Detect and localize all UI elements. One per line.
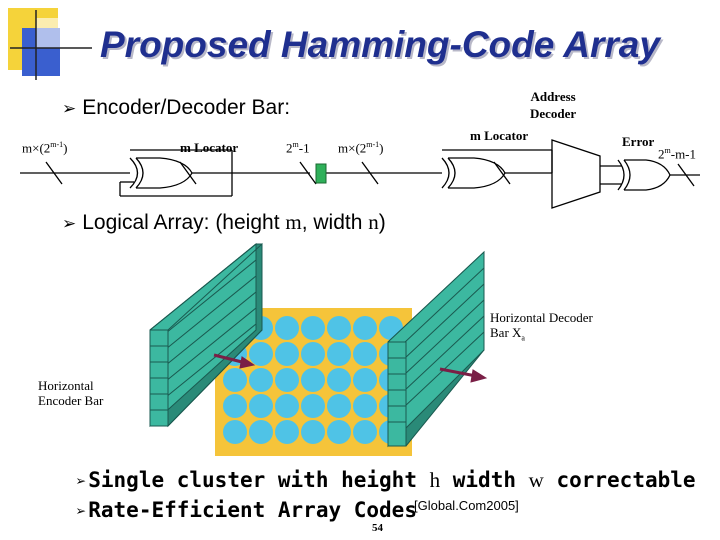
bullet-encoder-decoder: ➢ Encoder/Decoder Bar: — [62, 96, 290, 120]
label-error: Error — [622, 134, 655, 149]
page-number: 54 — [372, 522, 383, 534]
bullet-single-cluster: ➢Single cluster with height h width w co… — [76, 468, 696, 492]
bullet-arrow-icon: ➢ — [76, 502, 87, 522]
label-horizontal-encoder: Horizontal Encoder Bar — [38, 378, 104, 408]
horizontal-decoder-bar — [387, 250, 485, 448]
label-horizontal-decoder: Horizontal Decoder Bar Xa — [490, 310, 593, 343]
horizontal-encoder-bar — [149, 242, 263, 428]
green-marker — [315, 163, 327, 184]
logo-white-square — [36, 18, 62, 48]
bullet-arrow-icon: ➢ — [76, 472, 87, 492]
label-m-locator-1: m Locator — [180, 140, 239, 155]
label-2m-minus-1: 2m-1 — [286, 140, 310, 156]
label-2m-m-1: 2m-m-1 — [658, 146, 697, 162]
bullet-arrow-icon: ➢ — [62, 214, 77, 233]
page-title: Proposed Hamming-Code Array — [100, 24, 660, 65]
label-mx-left: m×(2m-1) — [22, 140, 68, 156]
label-address-decoder: Address Decoder — [530, 89, 577, 121]
bullet-logical-array: ➢Logical Array: (height m, width n) — [62, 210, 386, 234]
xor-gate-1-back — [129, 157, 139, 189]
bullet-rate-efficient: ➢Rate-Efficient Array Codes — [76, 498, 417, 522]
bullet-encoder-decoder-text: Encoder/Decoder Bar: — [82, 96, 291, 119]
label-mx-mid: m×(2m-1) — [338, 140, 384, 156]
label-m-locator-2: m Locator — [470, 128, 529, 143]
citation: [Global.Com2005] — [414, 498, 519, 513]
bullet-arrow-icon: ➢ — [62, 99, 77, 118]
arrow-icon-right — [439, 367, 488, 383]
arrow-icon-left — [213, 353, 256, 369]
address-decoder-shape — [551, 139, 601, 209]
